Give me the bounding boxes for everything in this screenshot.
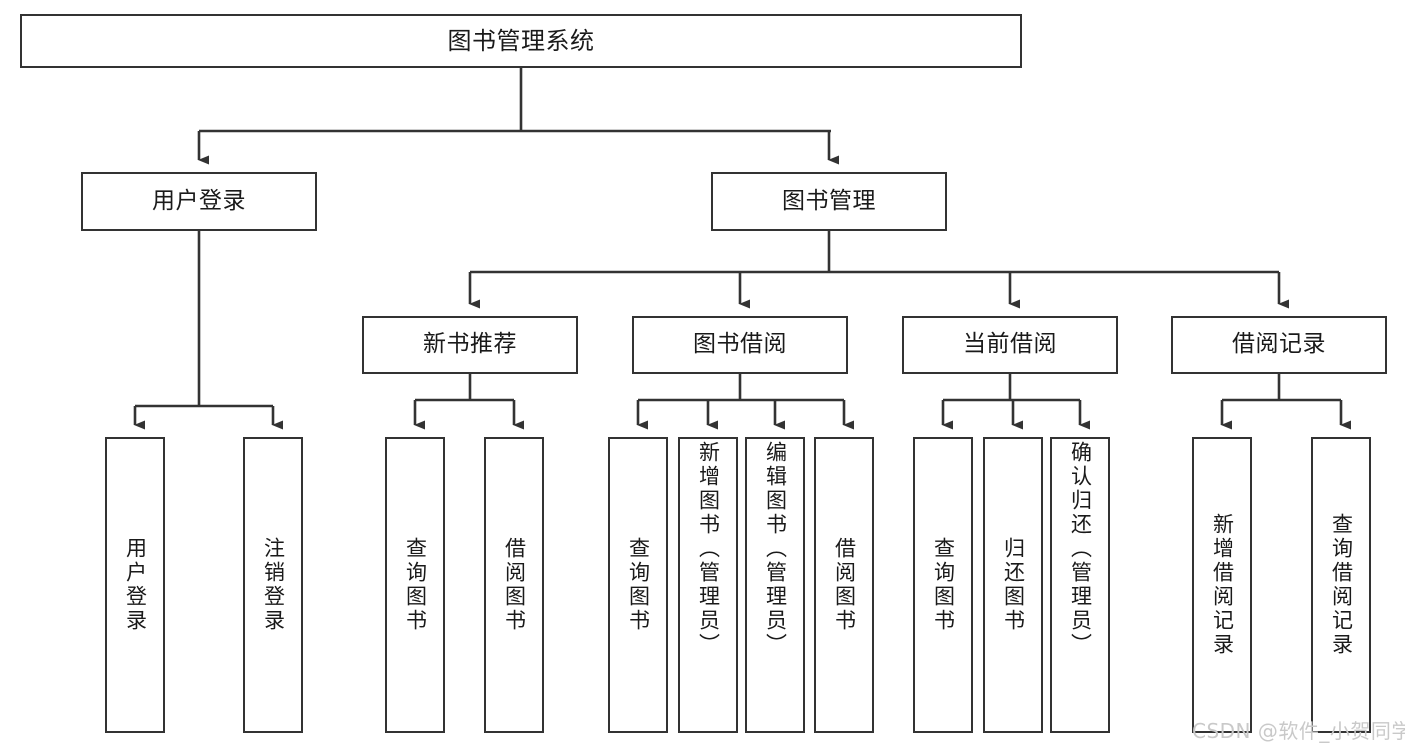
leaf-label: 查询图书 [403,537,428,633]
leaf-label: 确认归还（管理员） [1068,441,1093,657]
node-new-book-recommend[interactable]: 新书推荐 [362,316,578,374]
leaf-label: 编辑图书（管理员） [763,441,788,657]
leaf-node[interactable]: 归还图书 [983,437,1043,733]
node-book-borrow[interactable]: 图书借阅 [632,316,848,374]
leaf-node[interactable]: 确认归还（管理员） [1050,437,1110,733]
node-user-login-label: 用户登录 [152,187,246,214]
node-new-book-recommend-label: 新书推荐 [423,331,517,358]
leaf-label: 归还图书 [1001,537,1026,633]
leaf-node[interactable]: 注销登录 [243,437,303,733]
node-user-login[interactable]: 用户登录 [81,172,317,231]
leaf-node[interactable]: 新增图书（管理员） [678,437,738,733]
leaf-node[interactable]: 查询图书 [913,437,973,733]
node-current-borrow[interactable]: 当前借阅 [902,316,1118,374]
node-root[interactable]: 图书管理系统 [20,14,1022,68]
leaf-node[interactable]: 查询图书 [385,437,445,733]
node-book-management[interactable]: 图书管理 [711,172,947,231]
leaf-label: 查询借阅记录 [1329,513,1354,657]
leaf-label: 用户登录 [123,537,148,633]
leaf-label: 借阅图书 [502,537,527,633]
leaf-node[interactable]: 查询借阅记录 [1311,437,1371,733]
csdn-watermark-label: CSDN @软件_小贺同学 [1192,719,1405,743]
leaf-node[interactable]: 编辑图书（管理员） [745,437,805,733]
leaf-label: 借阅图书 [832,537,857,633]
leaf-node[interactable]: 查询图书 [608,437,668,733]
leaf-label: 新增借阅记录 [1210,513,1235,657]
csdn-watermark: CSDN @软件_小贺同学 [1192,715,1405,744]
leaf-node[interactable]: 用户登录 [105,437,165,733]
node-borrow-record[interactable]: 借阅记录 [1171,316,1387,374]
leaf-label: 新增图书（管理员） [696,441,721,657]
leaf-label: 查询图书 [626,537,651,633]
node-current-borrow-label: 当前借阅 [963,331,1057,358]
node-book-borrow-label: 图书借阅 [693,331,787,358]
node-borrow-record-label: 借阅记录 [1232,331,1326,358]
leaf-label: 查询图书 [931,537,956,633]
node-book-management-label: 图书管理 [782,187,876,214]
node-root-label: 图书管理系统 [447,26,595,55]
leaf-node[interactable]: 新增借阅记录 [1192,437,1252,733]
leaf-node[interactable]: 借阅图书 [814,437,874,733]
leaf-node[interactable]: 借阅图书 [484,437,544,733]
leaf-label: 注销登录 [261,537,286,633]
